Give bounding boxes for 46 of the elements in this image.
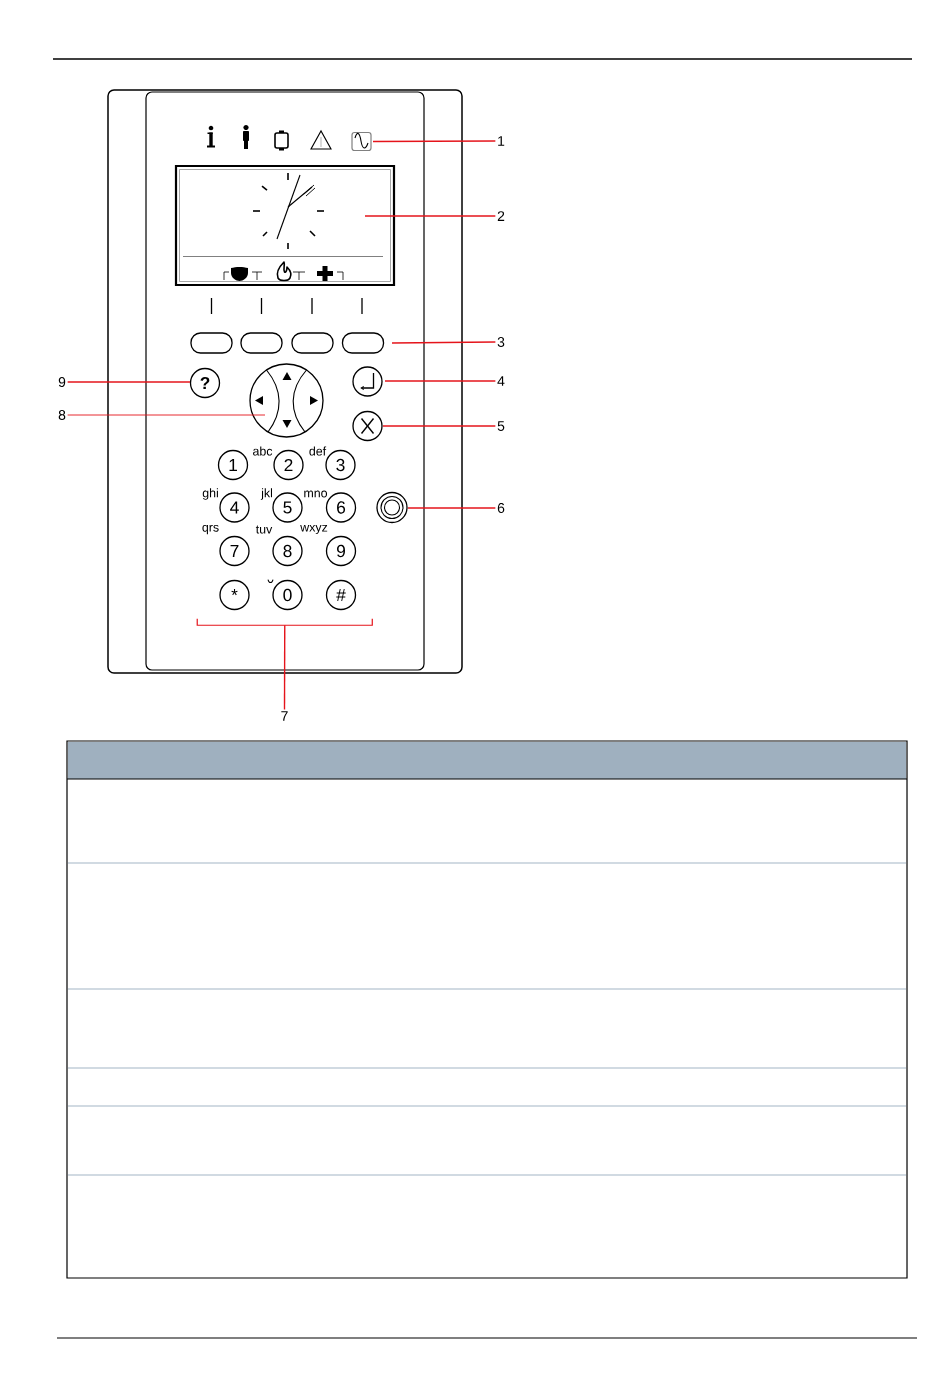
callout-number: 5 — [497, 421, 505, 431]
key-letters: wxyz — [300, 524, 328, 535]
number-key: 4 — [219, 492, 250, 523]
bracket — [196, 618, 373, 626]
callout-number: 6 — [497, 503, 505, 513]
soft-key — [341, 332, 385, 354]
leader-line — [384, 380, 497, 382]
leader-line — [407, 507, 497, 509]
soft-key — [291, 332, 334, 354]
soft-key — [240, 332, 283, 354]
number-key: 2 — [273, 449, 304, 481]
display-screen — [174, 164, 396, 287]
callout-number: 9 — [58, 377, 66, 387]
leader-line — [67, 414, 266, 416]
number-key: 9 — [325, 535, 357, 567]
leader-line — [382, 425, 497, 427]
wave-icon — [351, 131, 372, 152]
leader-line — [283, 624, 286, 711]
callout-number: 2 — [497, 211, 505, 221]
help-key: ? — [189, 367, 221, 399]
callout-number: 3 — [497, 337, 505, 347]
callout-number: 1 — [498, 136, 505, 146]
key-letters: def — [309, 446, 327, 456]
key-letters: tuv — [255, 525, 273, 534]
callout-number: 4 — [497, 376, 505, 386]
leader-line — [66, 381, 191, 383]
soft-key — [190, 332, 233, 354]
key-letters: ghi — [202, 488, 218, 500]
key-letters: mno — [304, 490, 328, 498]
number-key: 7 — [219, 535, 250, 567]
ring-button — [376, 491, 408, 524]
callout-number: 8 — [58, 410, 66, 420]
callout-number: 7 — [281, 711, 288, 721]
key-letters: abc — [253, 446, 273, 456]
leader-line — [364, 215, 497, 217]
number-key: 3 — [325, 449, 356, 481]
number-key: 0 — [272, 579, 303, 611]
leader-line — [391, 341, 497, 344]
key-letters: qrs — [202, 524, 219, 535]
number-key: 1 — [217, 449, 249, 481]
key-letters: jkl — [260, 488, 272, 500]
leader-line — [372, 140, 497, 143]
symbol-key: # — [325, 579, 357, 611]
symbol-key: * — [219, 579, 250, 611]
number-key: 5 — [272, 492, 303, 523]
number-key: 8 — [272, 535, 303, 567]
